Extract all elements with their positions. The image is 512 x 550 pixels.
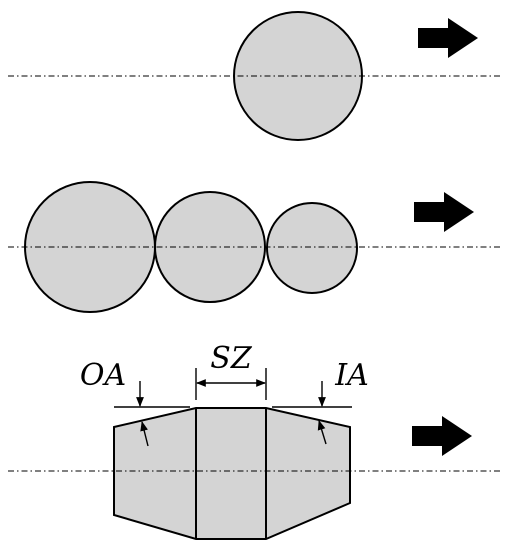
small-sphere [266, 202, 358, 294]
sz-label: SZ [210, 341, 253, 376]
ia-arrow-up [317, 420, 327, 445]
right-arrow-icon [414, 192, 474, 232]
right-arrow-icon [412, 416, 472, 456]
oa-label: OA [80, 358, 126, 393]
ia-label: IA [334, 358, 369, 393]
stage-2 [8, 181, 502, 313]
right-arrow-icon [418, 18, 478, 58]
deformed-body [113, 407, 351, 540]
oa-arrow-up [140, 421, 149, 447]
stage-1 [8, 11, 502, 141]
stage-3: SZ OA IA [8, 341, 502, 540]
